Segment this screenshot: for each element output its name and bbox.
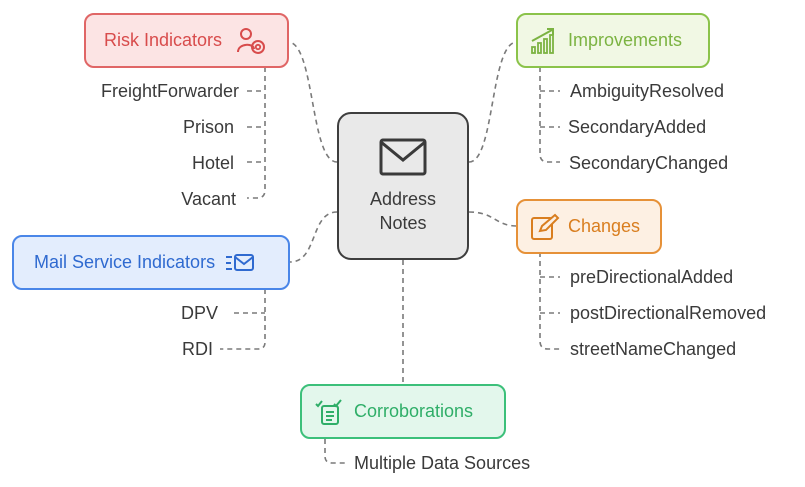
changes-node: Changes: [516, 199, 662, 254]
leaf-improvements-secondarychanged: SecondaryChanged: [569, 153, 729, 173]
envelope-icon: [379, 137, 427, 177]
improvements-node: Improvements: [516, 13, 710, 68]
checklist-icon: [314, 398, 344, 426]
center-node-address-notes: Address Notes: [337, 112, 469, 260]
leaf-changes-streetnamechanged: streetNameChanged: [570, 339, 737, 359]
leaf-mail-rdi: RDI: [182, 339, 213, 359]
corroborations-label: Corroborations: [354, 401, 474, 421]
leaf-corroborations-multiple-data-sources: Multiple Data Sources: [354, 453, 531, 473]
changes-label: Changes: [568, 216, 641, 236]
person-at-icon: [236, 27, 266, 55]
leaf-mail-dpv: DPV: [180, 303, 218, 323]
mail-service-indicators-node: Mail Service Indicators: [12, 235, 290, 290]
improvements-label: Improvements: [568, 30, 683, 50]
leaf-improvements-secondaryadded: SecondaryAdded: [568, 117, 707, 137]
leaf-risk-vacant: Vacant: [181, 189, 236, 209]
corroborations-node: Corroborations: [300, 384, 506, 439]
leaf-risk-prison: Prison: [182, 117, 234, 137]
leaf-changes-postdirectionalremoved: postDirectionalRemoved: [570, 303, 767, 323]
leaf-risk-freightforwarder: FreightForwarder: [100, 81, 239, 101]
mail-list-icon: [225, 252, 255, 274]
growth-chart-icon: [530, 27, 560, 55]
mail-service-indicators-label: Mail Service Indicators: [34, 252, 216, 272]
risk-indicators-label: Risk Indicators: [104, 30, 223, 50]
leaf-risk-hotel: Hotel: [191, 153, 234, 173]
edit-icon: [530, 213, 560, 241]
leaf-changes-predirectionaladded: preDirectionalAdded: [570, 267, 734, 287]
center-node-label: Address Notes: [369, 189, 437, 233]
risk-indicators-node: Risk Indicators: [84, 13, 289, 68]
leaf-improvements-ambiguityresolved: AmbiguityResolved: [570, 81, 725, 101]
